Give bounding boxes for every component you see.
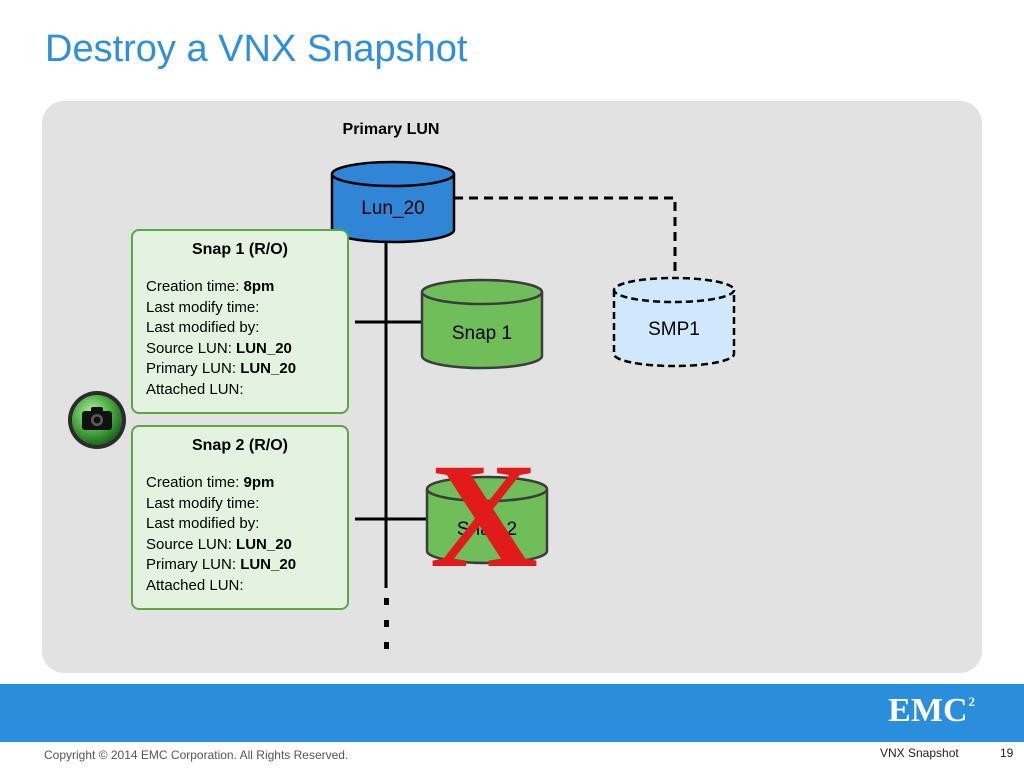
- snap1-creation-value: 8pm: [243, 278, 275, 295]
- camera-icon[interactable]: [66, 389, 128, 451]
- smp-connector-dashed: [454, 196, 677, 276]
- snap2-cylinder-label: Snap 2: [457, 519, 517, 540]
- emc-logo: EMC2: [888, 692, 975, 729]
- snap1-attached-row: Attached LUN:: [146, 380, 244, 398]
- snap1-primary-row: Primary LUN: LUN_20: [146, 360, 297, 377]
- snap1-modify-row: Last modify time:: [146, 298, 260, 316]
- snap1-title: Snap 1 (R/O): [191, 241, 288, 258]
- continuation-dot: [384, 642, 389, 649]
- snap2-creation-row: Creation time: 9pm: [146, 474, 275, 491]
- snap2-cylinder[interactable]: Snap 2: [425, 475, 549, 565]
- snap2-modify-row: Last modify time:: [146, 494, 260, 512]
- page-number: 19: [1000, 746, 1014, 760]
- continuation-dot: [384, 598, 389, 605]
- delete-x-mark: X: [430, 433, 538, 599]
- snap1-cylinder[interactable]: Snap 1: [420, 278, 544, 370]
- snap2-source-row: Source LUN: LUN_20: [146, 535, 292, 553]
- snap2-creation-value: 9pm: [243, 474, 275, 491]
- snap2-title: Snap 2 (R/O): [191, 437, 288, 454]
- snap1-source-value: LUN_20: [236, 339, 292, 357]
- snap1-modified-by-row: Last modified by:: [146, 319, 260, 336]
- copyright-text: Copyright © 2014 EMC Corporation. All Ri…: [44, 748, 349, 762]
- snap2-primary-row: Primary LUN: LUN_20: [146, 556, 297, 573]
- snap2-attached-row: Attached LUN:: [146, 576, 244, 594]
- primary-lun-cylinder[interactable]: Lun_20: [330, 160, 456, 244]
- snap2-source-value: LUN_20: [236, 535, 292, 553]
- snap2-info-card[interactable]: Snap 2 (R/O) Creation time: 9pm Last mod…: [131, 425, 349, 610]
- snap1-primary-value: LUN_20: [240, 360, 297, 377]
- snap1-creation-row: Creation time: 8pm: [146, 278, 275, 295]
- snap1-info-card[interactable]: Snap 1 (R/O) Creation time: 8pm Last mod…: [131, 229, 349, 414]
- snap1-cylinder-label: Snap 1: [452, 323, 512, 344]
- snap2-primary-value: LUN_20: [240, 556, 297, 573]
- slide-name: VNX Snapshot: [880, 746, 959, 760]
- snap1-source-row: Source LUN: LUN_20: [146, 339, 292, 357]
- slide-title: Destroy a VNX Snapshot: [45, 28, 468, 70]
- footer-band: EMC2: [0, 684, 1024, 742]
- snap2-modified-by-row: Last modified by:: [146, 515, 260, 532]
- continuation-dot: [384, 620, 389, 627]
- primary-lun-label: Lun_20: [361, 198, 424, 219]
- smp1-label: SMP1: [648, 319, 700, 340]
- primary-lun-heading: Primary LUN: [343, 121, 440, 138]
- smp1-cylinder[interactable]: SMP1: [612, 276, 736, 368]
